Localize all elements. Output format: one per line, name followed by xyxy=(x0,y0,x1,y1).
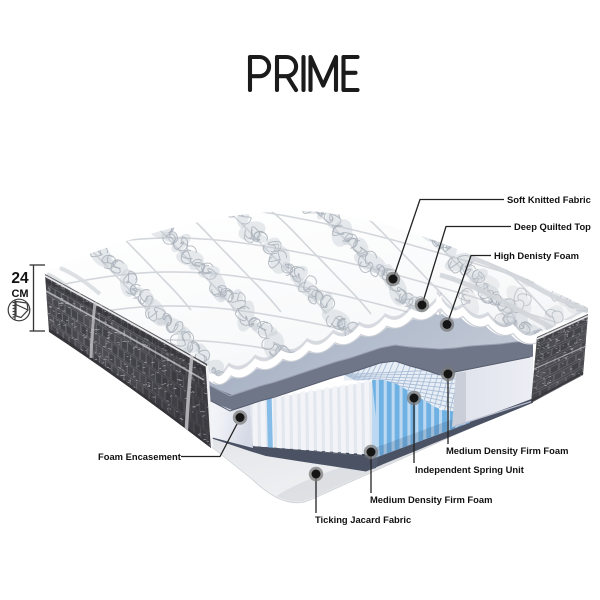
svg-text:Medium Density Firm Foam: Medium Density Firm Foam xyxy=(370,494,492,505)
svg-text:Foam Encasement: Foam Encasement xyxy=(98,451,181,462)
svg-text:Deep Quilted Top: Deep Quilted Top xyxy=(514,221,591,232)
svg-text:Medium Density Firm Foam: Medium Density Firm Foam xyxy=(446,445,568,456)
svg-text:Independent Spring Unit: Independent Spring Unit xyxy=(415,464,524,475)
svg-text:High Denisty Foam: High Denisty Foam xyxy=(494,250,579,261)
svg-text:Soft Knitted Fabric: Soft Knitted Fabric xyxy=(507,194,591,205)
svg-text:CM: CM xyxy=(11,288,28,300)
svg-text:24: 24 xyxy=(11,270,29,287)
svg-text:Ticking Jacard Fabric: Ticking Jacard Fabric xyxy=(315,514,411,525)
